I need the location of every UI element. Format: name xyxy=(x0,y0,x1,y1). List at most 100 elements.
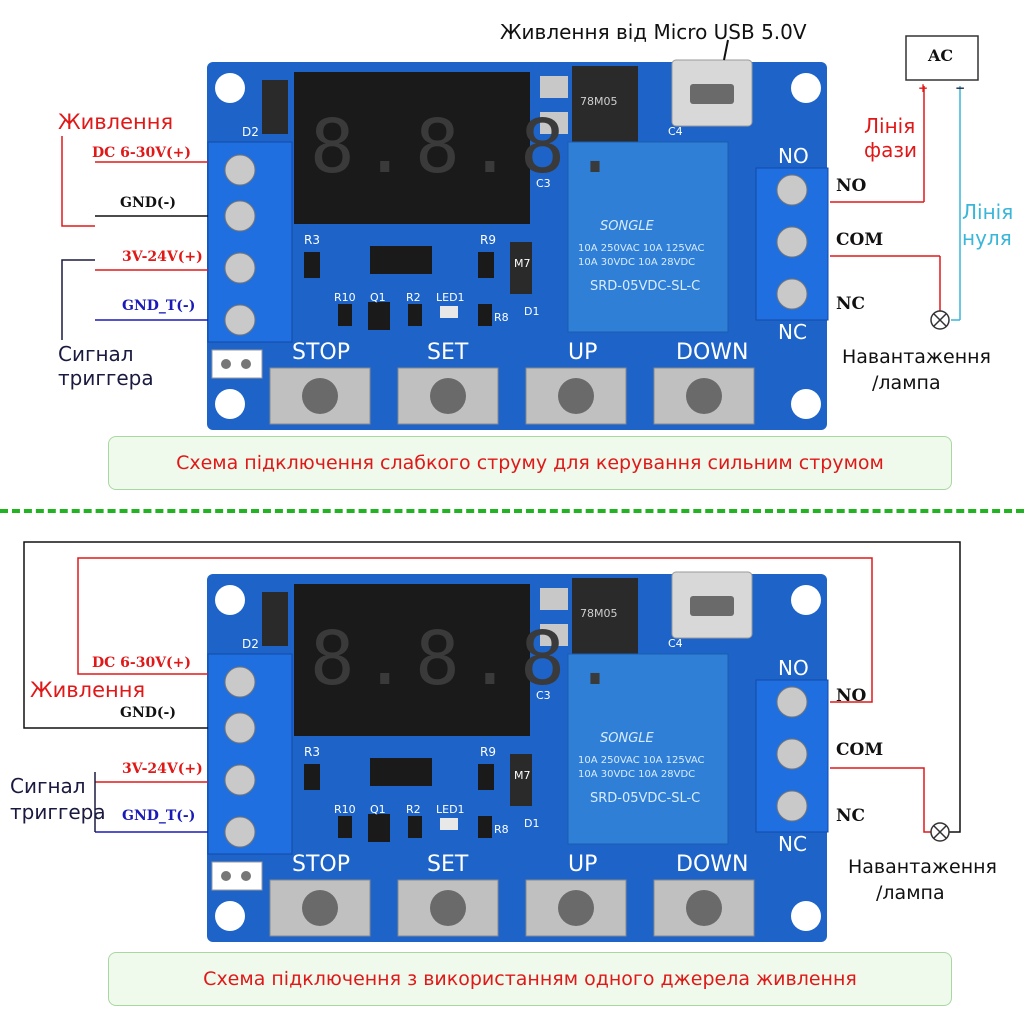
silk-r9: R9 xyxy=(480,233,496,247)
down-button-label[interactable]: DOWN xyxy=(676,340,749,365)
silk-d1-b: D1 xyxy=(524,817,540,830)
diode-d1 xyxy=(510,242,532,294)
phase-line-label: Лінія xyxy=(864,114,916,138)
ac-source-box xyxy=(905,35,979,81)
dc-terminal-label-2: DC 6-30V(+) xyxy=(92,655,192,671)
silk-q1-b: Q1 xyxy=(370,803,386,816)
silk-m7-b: M7 xyxy=(514,769,531,782)
silk-led1-b: LED1 xyxy=(436,803,465,816)
relay-module-board xyxy=(207,59,829,430)
set-button-body xyxy=(397,367,499,425)
neutral-line-label-2: нуля xyxy=(962,226,1012,250)
com-terminal-label-2: COM xyxy=(836,740,884,760)
diode-d2 xyxy=(262,80,288,134)
trigger-signal-label-2: триггера xyxy=(58,366,154,390)
top-wiring-panel: Живлення від Micro USB 5.0V Живлення DC … xyxy=(58,20,1014,490)
silk-r10: R10 xyxy=(334,291,356,304)
dc-terminal-label: DC 6-30V(+) xyxy=(92,145,192,161)
stop-button-body xyxy=(269,367,371,425)
load-lamp-label-b: Навантаження xyxy=(848,856,997,878)
usb-power-label: Живлення від Micro USB 5.0V xyxy=(500,20,807,44)
optocoupler xyxy=(370,246,432,274)
silk-d2-b: D2 xyxy=(242,637,259,651)
seven-segment-display-2 xyxy=(294,584,530,736)
load-lamp-label: Навантаження xyxy=(842,346,991,368)
no-terminal-label-2: NO xyxy=(836,686,867,706)
silk-c4-b: C4 xyxy=(668,637,683,650)
relay-rating-1-b: 10A 250VAC 10A 125VAC xyxy=(578,755,705,766)
top-wiring-svg xyxy=(61,35,979,430)
silk-r9-b: R9 xyxy=(480,745,496,759)
power-label-2: Живлення xyxy=(30,678,146,702)
silk-r8: R8 xyxy=(494,311,509,324)
relay-body xyxy=(567,141,729,333)
relay-brand-text: SONGLE xyxy=(600,219,654,234)
top-caption: Схема підключення слабкого струму для ке… xyxy=(108,436,952,490)
silk-c3: C3 xyxy=(536,177,551,190)
silk-78m05-b: 78M05 xyxy=(580,607,618,620)
silk-r2: R2 xyxy=(406,291,421,304)
relay-rating-2-b: 10A 30VDC 10A 28VDC xyxy=(578,769,696,780)
silk-r10-b: R10 xyxy=(334,803,356,816)
ac-plus-label: + xyxy=(918,81,929,95)
relay-body-2 xyxy=(567,653,729,845)
voltage-regulator xyxy=(572,66,638,142)
nc-terminal-label-2: NC xyxy=(836,806,866,826)
single-supply-wiring xyxy=(23,541,961,842)
trigger-signal-label-b2: триггера xyxy=(10,800,106,824)
power-label: Живлення xyxy=(58,110,174,134)
silk-c4: C4 xyxy=(668,125,683,138)
nc-terminal-label: NC xyxy=(836,294,866,314)
relay-rating-2: 10A 30VDC 10A 28VDC xyxy=(578,257,696,268)
bottom-caption: Схема підключення з використанням одного… xyxy=(108,952,952,1006)
input-wiring xyxy=(61,136,208,340)
silk-r3-b: R3 xyxy=(304,745,320,759)
silk-d2: D2 xyxy=(242,125,259,139)
panel-divider xyxy=(0,509,1024,513)
neutral-line-label: Лінія xyxy=(962,200,1014,224)
gnd-terminal-label: GND(-) xyxy=(120,195,176,211)
relay-brand-text-2: SONGLE xyxy=(600,731,654,746)
trigger-positive-label-2: 3V-24V(+) xyxy=(122,761,203,777)
phase-line-label-2: фази xyxy=(864,138,917,162)
relay-module-board-2 xyxy=(207,571,829,942)
trigger-signal-label: Сигнал xyxy=(58,342,134,366)
load-lamp-label-b2: /лампа xyxy=(876,882,945,904)
down-button-body xyxy=(653,367,755,425)
silk-c3-b: C3 xyxy=(536,689,551,702)
bottom-wiring-svg xyxy=(23,541,961,942)
silk-q1: Q1 xyxy=(370,291,386,304)
silk-led1: LED1 xyxy=(436,291,465,304)
set-button-label-2[interactable]: SET xyxy=(427,852,469,877)
trigger-positive-label: 3V-24V(+) xyxy=(122,249,203,265)
no-terminal-label: NO xyxy=(836,176,867,196)
seven-segment-display xyxy=(294,72,530,224)
down-button-label-2[interactable]: DOWN xyxy=(676,852,749,877)
ac-minus-label: − xyxy=(955,81,966,95)
relay-no-silk: NO xyxy=(778,144,809,168)
silk-r2-b: R2 xyxy=(406,803,421,816)
bottom-wiring-panel: Живлення DC 6-30V(+) GND(-) 3V-24V(+) GN… xyxy=(0,512,1024,1024)
silk-d1: D1 xyxy=(524,305,540,318)
stop-button-label[interactable]: STOP xyxy=(292,340,350,365)
display-digits-2: 8.8.8. xyxy=(310,616,626,702)
silk-r3: R3 xyxy=(304,233,320,247)
silk-78m05: 78M05 xyxy=(580,95,618,108)
gnd-terminal-label-2: GND(-) xyxy=(120,705,176,721)
set-button-label[interactable]: SET xyxy=(427,340,469,365)
relay-rating-1: 10A 250VAC 10A 125VAC xyxy=(578,243,705,254)
display-digits: 8.8.8. xyxy=(310,104,626,190)
up-button-body xyxy=(525,367,627,425)
trigger-negative-label: GND_T(-) xyxy=(122,298,196,314)
load-lamp-label-2: /лампа xyxy=(872,372,941,394)
output-wiring xyxy=(830,35,979,330)
relay-no-silk-2: NO xyxy=(778,656,809,680)
relay-nc-silk: NC xyxy=(778,320,807,344)
ac-source-label: AC xyxy=(928,46,954,65)
com-terminal-label: COM xyxy=(836,230,884,250)
up-button-label-2[interactable]: UP xyxy=(568,852,598,877)
relay-model-text-2: SRD-05VDC-SL-C xyxy=(590,791,701,806)
stop-button-label-2[interactable]: STOP xyxy=(292,852,350,877)
relay-model-text: SRD-05VDC-SL-C xyxy=(590,279,701,294)
up-button-label[interactable]: UP xyxy=(568,340,598,365)
